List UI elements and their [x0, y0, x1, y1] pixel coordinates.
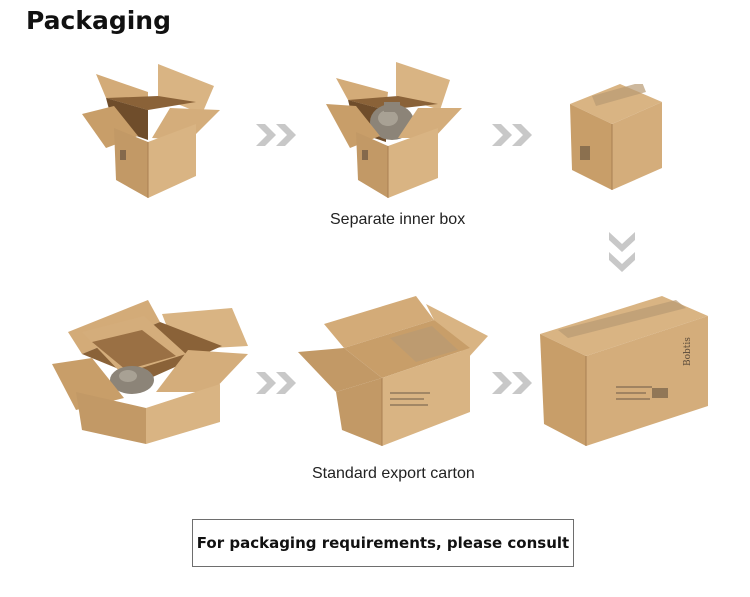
carton-with-inner-box-illustration — [52, 300, 248, 444]
double-chevron-right-icon — [256, 124, 296, 146]
carton-brand-text: Bobtis — [683, 337, 693, 366]
carton-taping-illustration — [298, 296, 488, 446]
open-empty-box-illustration — [82, 64, 220, 198]
double-chevron-right-icon — [256, 372, 296, 394]
sealed-export-carton-illustration: Bobtis — [540, 296, 708, 446]
packaging-consult-button[interactable]: For packaging requirements, please consu… — [192, 519, 574, 567]
page-title: Packaging — [26, 6, 171, 35]
double-chevron-down-icon — [609, 232, 635, 272]
step-caption-inner-box: Separate inner box — [330, 211, 466, 228]
double-chevron-right-icon — [492, 124, 532, 146]
step-caption-export-carton: Standard export carton — [312, 465, 475, 482]
closed-inner-box-illustration — [570, 84, 662, 190]
double-chevron-right-icon — [492, 372, 532, 394]
open-box-with-vase-illustration — [326, 62, 462, 198]
